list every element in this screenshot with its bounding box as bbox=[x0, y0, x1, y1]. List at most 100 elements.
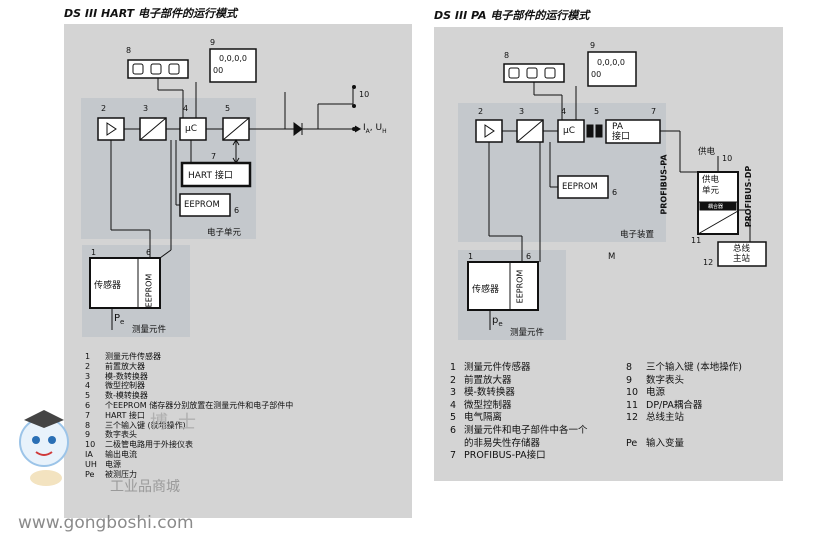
left-label-9: 9 bbox=[210, 38, 216, 47]
left-label-7: 7 bbox=[211, 152, 217, 161]
right-power-unit-line1: 供电 bbox=[702, 175, 720, 185]
left-sensor-label: 传感器 bbox=[94, 281, 122, 291]
right-label-1: 1 bbox=[468, 252, 474, 261]
right-label-3: 3 bbox=[519, 107, 525, 116]
left-label-8: 8 bbox=[126, 46, 132, 55]
right-display-top: 0,0,0,0 bbox=[597, 58, 625, 67]
right-master-label: 总线主站 bbox=[733, 244, 750, 264]
left-hart-label: HART 接口 bbox=[188, 171, 233, 181]
right-label-6-eeprom: 6 bbox=[612, 188, 618, 197]
left-label-6: 6 bbox=[146, 248, 152, 257]
right-meas-label: 测量元件 bbox=[510, 328, 545, 338]
left-mc-label: μC bbox=[185, 124, 198, 134]
right-m-label: M bbox=[608, 252, 616, 262]
right-pa-line1: PA bbox=[612, 122, 624, 132]
left-diagram-title: DS III HART 电子部件的运行模式 bbox=[64, 7, 238, 20]
left-display-top: 0,0,0,0 bbox=[219, 54, 247, 63]
left-pe-label: Pe bbox=[114, 313, 125, 326]
right-power-unit-label: 供电单元 bbox=[702, 175, 719, 197]
right-profibus-dp-label: PROFIBUS-DP bbox=[744, 165, 754, 228]
left-label-10: 10 bbox=[359, 90, 370, 99]
left-sensor-eeprom-label: EEPROM bbox=[144, 273, 154, 308]
left-key-m bbox=[132, 63, 144, 75]
right-sensor-block bbox=[467, 261, 539, 311]
right-preamp-block bbox=[475, 119, 503, 143]
right-display bbox=[587, 51, 637, 87]
left-output-label: IA, UH bbox=[363, 123, 387, 135]
left-label-5: 5 bbox=[225, 104, 231, 113]
left-label-6-eeprom: 6 bbox=[234, 206, 240, 215]
right-sensor-eeprom-label: EEPROM bbox=[515, 269, 525, 304]
right-display-bottom: 00 bbox=[591, 70, 602, 79]
left-label-2: 2 bbox=[101, 104, 107, 113]
right-label-9: 9 bbox=[590, 41, 596, 50]
left-label-4: 4 bbox=[183, 104, 189, 113]
right-pa-line2: 接口 bbox=[612, 132, 631, 142]
left-unit-label: 电子单元 bbox=[207, 228, 242, 238]
right-coupler-label: 耦合器 bbox=[708, 204, 724, 210]
right-pe-label: pe bbox=[492, 315, 503, 328]
legend-item: 的非易失性存储器 bbox=[464, 437, 541, 449]
right-label-11: 11 bbox=[691, 236, 702, 245]
left-label-3: 3 bbox=[143, 104, 149, 113]
right-mc-label: μC bbox=[563, 126, 576, 136]
right-key-1 bbox=[508, 67, 520, 79]
right-label-6: 6 bbox=[526, 252, 532, 261]
right-master-line1: 总线 bbox=[733, 244, 751, 254]
right-sensor-label: 传感器 bbox=[472, 285, 500, 295]
right-key-3 bbox=[544, 67, 556, 79]
watermark-url: www.gongboshi.com bbox=[18, 513, 194, 533]
right-unit-label: 电子装置 bbox=[620, 230, 655, 240]
right-isolation bbox=[586, 124, 594, 138]
left-hart-block bbox=[180, 161, 252, 188]
left-meas-label: 测量元件 bbox=[132, 325, 167, 335]
right-power-label: 供电 bbox=[698, 147, 716, 157]
right-label-4: 4 bbox=[561, 107, 567, 116]
right-label-12: 12 bbox=[703, 258, 714, 267]
left-display bbox=[209, 48, 257, 83]
left-key-down bbox=[168, 63, 180, 75]
right-label-8: 8 bbox=[504, 51, 510, 60]
left-display-bottom: 00 bbox=[213, 66, 224, 75]
right-label-5: 5 bbox=[594, 107, 600, 116]
legend-item bbox=[626, 425, 742, 438]
watermark-brand: 工业品商城 bbox=[110, 479, 180, 495]
right-key-2 bbox=[526, 67, 538, 79]
right-master-line2: 主站 bbox=[733, 254, 751, 264]
right-profibus-pa-label: PROFIBUS-PA bbox=[659, 154, 669, 215]
right-label-10: 10 bbox=[722, 154, 733, 163]
right-diagram-title: DS III PA 电子部件的运行模式 bbox=[434, 9, 590, 22]
mascot-logo bbox=[19, 410, 69, 486]
right-label-2: 2 bbox=[478, 107, 484, 116]
right-power-unit-line2: 单元 bbox=[702, 186, 720, 196]
